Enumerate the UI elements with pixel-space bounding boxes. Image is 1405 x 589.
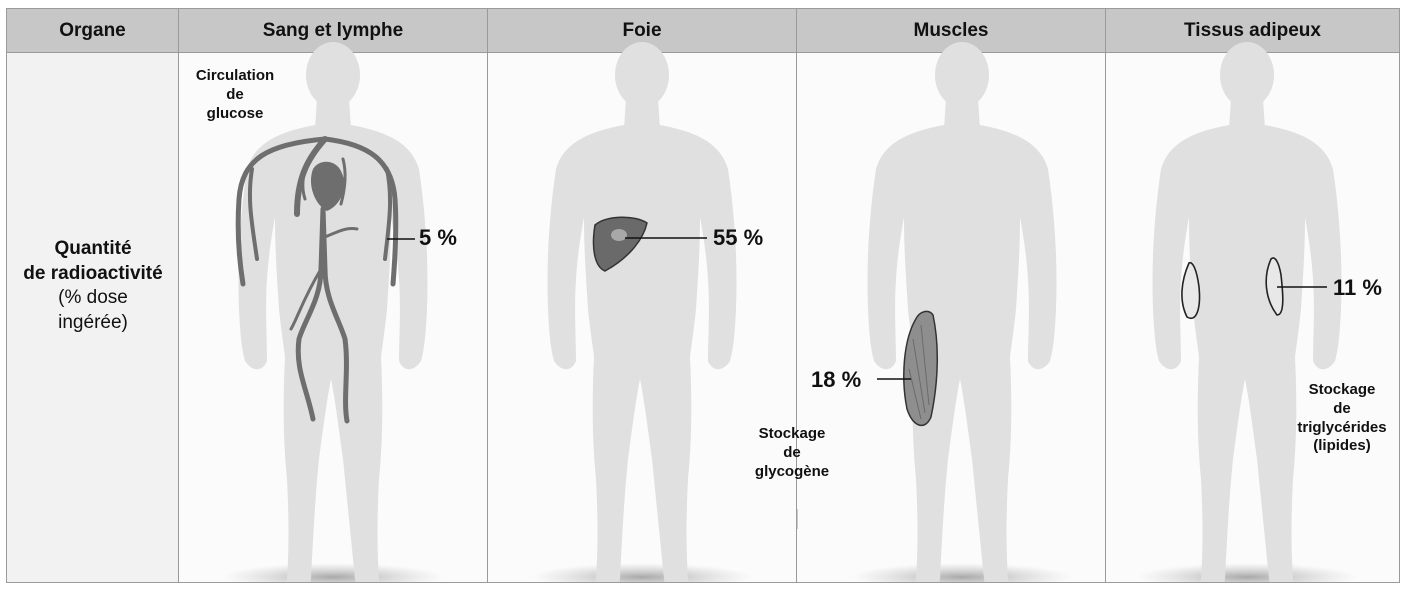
figure-foie [532, 42, 752, 582]
muscles-note-line3: glycogène [737, 463, 847, 482]
tissus-note-line3: triglycérides [1287, 419, 1397, 438]
figure-tissus [1137, 42, 1357, 582]
figure-muscles [852, 42, 1072, 582]
sang-note-line1: Circulation [187, 67, 283, 86]
sang-percent: 5 % [419, 225, 457, 251]
tissus-note-line2: de [1287, 400, 1397, 419]
thigh-muscle-icon [904, 311, 937, 425]
muscles-note-line2: de [737, 444, 847, 463]
muscles-percent: 18 % [811, 367, 861, 393]
tissus-percent: 11 % [1333, 275, 1382, 301]
tissus-note-line1: Stockage [1287, 381, 1397, 400]
tissus-note: Stockage de triglycérides (lipides) [1287, 381, 1397, 456]
muscles-note-line1: Stockage [737, 425, 847, 444]
sang-note-line3: glucose [187, 105, 283, 124]
sang-note: Circulation de glucose [187, 67, 283, 123]
foie-percent: 55 % [713, 225, 763, 251]
sang-note-line2: de [187, 86, 283, 105]
muscles-note: Stockage de glycogène [737, 425, 847, 481]
tissus-note-line4: (lipides) [1287, 437, 1397, 456]
diagram-table: Organe Sang et lymphe Foie Muscles Tissu… [6, 8, 1400, 583]
